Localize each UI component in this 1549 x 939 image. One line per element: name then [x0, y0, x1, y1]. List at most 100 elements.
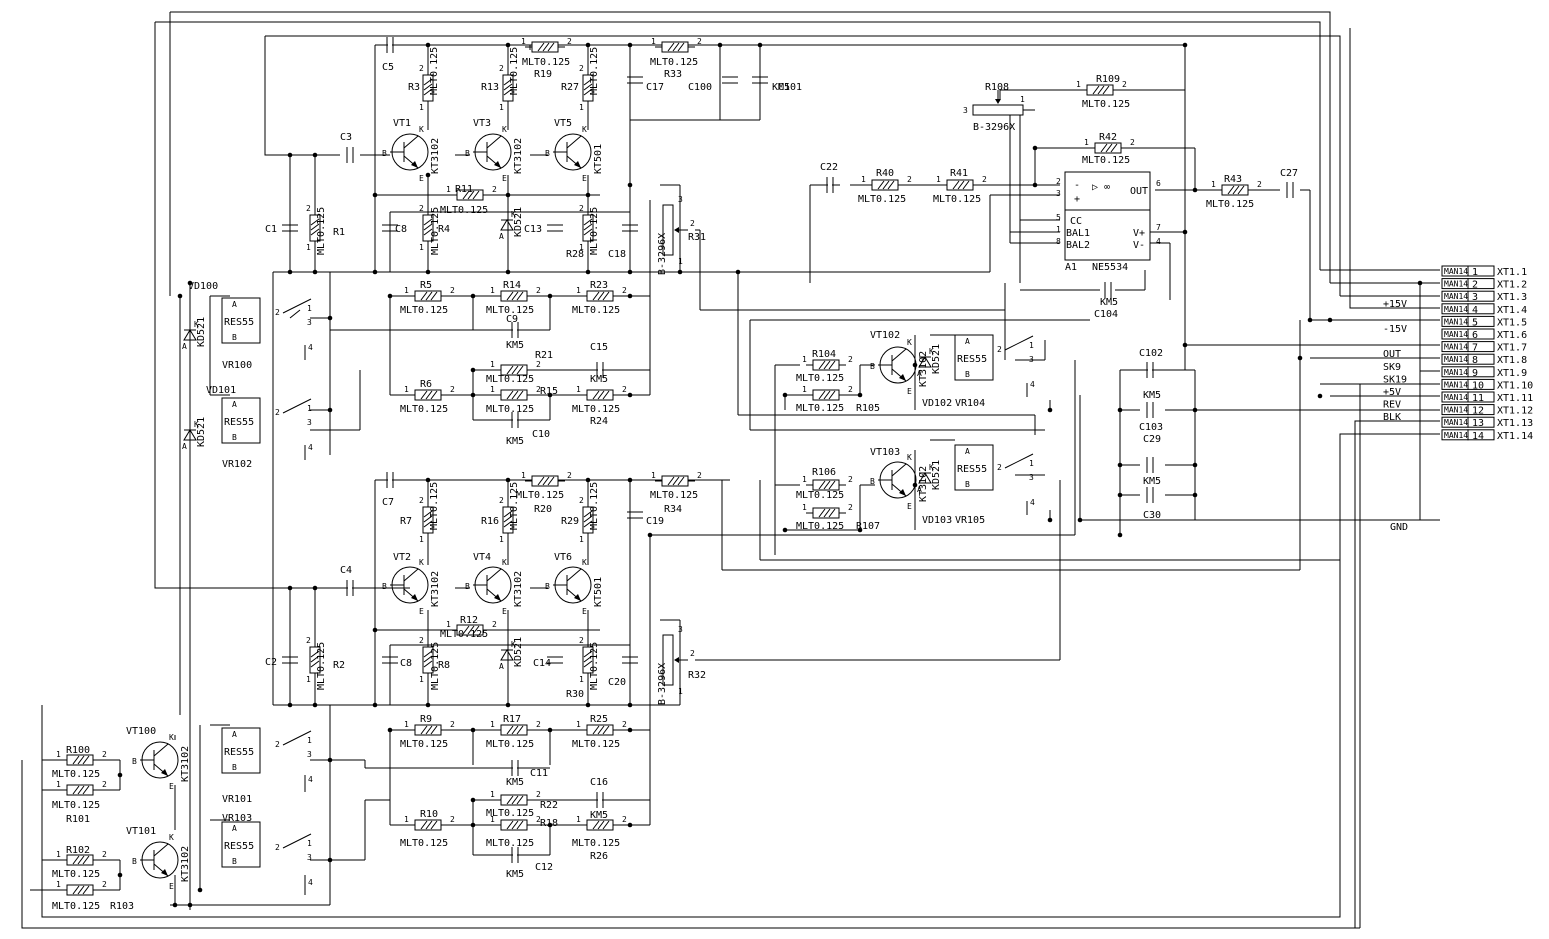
transistor-pin-k: K — [169, 733, 174, 742]
resistor-ref-r8: R8 — [438, 660, 450, 671]
switch-pin-1: 1 — [1029, 459, 1034, 468]
switch-pin-4: 4 — [308, 878, 313, 887]
resistor-value-r2: MLT0.125 — [316, 642, 327, 690]
resistor-value-r12: MLT0.125 — [440, 629, 488, 640]
connector-pin-num: 6 — [1472, 330, 1478, 341]
relay-pin-a: A — [965, 447, 970, 456]
resistor-ref-r102: R102 — [66, 845, 90, 856]
diode-pin-a: A — [499, 662, 504, 671]
transistor-pin-k: K — [502, 125, 507, 134]
capacitor-value-c101: KM5 — [772, 82, 790, 93]
transistor-pin-e: E — [419, 607, 424, 616]
connector-pin-label: XT1.4 — [1497, 305, 1527, 316]
connector-part-label: MAN14 — [1444, 305, 1468, 314]
resistor-ref-r13: R13 — [481, 82, 499, 93]
diode-pin-a: A — [917, 485, 922, 494]
trimmer-ref-r32: R32 — [688, 670, 706, 681]
capacitor-value-c10: KM5 — [506, 436, 524, 447]
connector-pin-label: XT1.10 — [1497, 380, 1533, 391]
resistor-ref-r26: R26 — [590, 851, 608, 862]
resistor-value-r101: MLT0.125 — [52, 800, 100, 811]
resistor-ref-r18: R18 — [540, 818, 558, 829]
diode-ref-vd102: VD102 — [922, 398, 952, 409]
diode-pin-k: K — [929, 347, 934, 356]
resistor-pin-2: 2 — [848, 355, 853, 364]
relay-pin-a: A — [232, 300, 237, 309]
resistor-r6 — [414, 389, 442, 401]
resistor-pin-2: 2 — [450, 720, 455, 729]
connector-pin-num: 8 — [1472, 355, 1478, 366]
resistor-ref-r16: R16 — [481, 516, 499, 527]
relay-type-vr100: RES55 — [224, 317, 254, 328]
switch-pin-3: 3 — [307, 750, 312, 759]
resistor-pin-2: 2 — [848, 503, 853, 512]
resistor-ref-r107: R107 — [856, 521, 880, 532]
resistor-value-r9: MLT0.125 — [400, 739, 448, 750]
resistor-pin-1: 1 — [802, 385, 807, 394]
resistor-value-r5: MLT0.125 — [400, 305, 448, 316]
capacitor-ref-c14: C14 — [533, 658, 551, 669]
diode-pin-a: A — [182, 342, 187, 351]
resistor-value-r100: MLT0.125 — [52, 769, 100, 780]
resistor-r27 — [582, 74, 594, 102]
relay-pin-a: A — [232, 730, 237, 739]
resistor-r1 — [309, 214, 321, 242]
capacitor-value-c104: KM5 — [1100, 297, 1118, 308]
connector-pin-label: XT1.13 — [1497, 418, 1533, 429]
resistor-pin-2: 2 — [1130, 138, 1135, 147]
transistor-ref-vt2: VT2 — [393, 552, 411, 563]
resistor-pin-1: 1 — [306, 675, 311, 684]
resistor-r17 — [500, 724, 528, 736]
resistor-r22 — [500, 794, 528, 806]
opamp-pin-5: 5 — [1056, 213, 1061, 222]
resistor-pin-1: 1 — [419, 675, 424, 684]
connector-signal-label: BLK — [1383, 412, 1401, 423]
diode-pin-k: K — [511, 210, 516, 219]
relay-type-vr104: RES55 — [957, 354, 987, 365]
resistor-ref-r29: R29 — [561, 516, 579, 527]
resistor-pin-2: 2 — [492, 620, 497, 629]
capacitor-value-c30: KM5 — [1143, 476, 1161, 487]
resistor-pin-1: 1 — [576, 385, 581, 394]
resistor-r23 — [586, 290, 614, 302]
resistor-value-r1: MLT0.125 — [316, 207, 327, 255]
resistor-r105 — [812, 389, 840, 401]
capacitor-ref-c20: C20 — [608, 677, 626, 688]
resistor-value-r107: MLT0.125 — [796, 521, 844, 532]
switch-pin-2: 2 — [275, 408, 280, 417]
resistor-value-r11: MLT0.125 — [440, 205, 488, 216]
transistor-pin-b: B — [545, 582, 550, 591]
transistor-pin-b: B — [382, 582, 387, 591]
relay-ref-vr102: VR102 — [222, 459, 252, 470]
capacitor-ref-c102: C102 — [1139, 348, 1163, 359]
resistor-r21 — [500, 364, 528, 376]
resistor-pin-2: 2 — [536, 385, 541, 394]
transistor-pin-k: K — [582, 558, 587, 567]
resistor-pin-2: 2 — [567, 471, 572, 480]
relay-pin-a: A — [232, 400, 237, 409]
connector-pin-label: XT1.7 — [1497, 343, 1527, 354]
connector-part-label: MAN14 — [1444, 280, 1468, 289]
connector-pin-label: XT1.8 — [1497, 355, 1527, 366]
capacitor-value-c9: KM5 — [506, 340, 524, 351]
opamp-out-label: OUT — [1130, 186, 1148, 197]
resistor-ref-r27: R27 — [561, 82, 579, 93]
resistor-r3 — [422, 74, 434, 102]
resistor-ref-r24: R24 — [590, 416, 608, 427]
resistor-r40 — [871, 179, 899, 191]
resistor-r101 — [66, 784, 94, 796]
resistor-r12 — [456, 624, 484, 636]
resistor-ref-r3: R3 — [408, 82, 420, 93]
resistor-pin-1: 1 — [579, 675, 584, 684]
trimmer-pin-1: 1 — [1020, 95, 1025, 104]
connector-pin-num: 10 — [1472, 380, 1484, 391]
resistor-pin-2: 2 — [579, 636, 584, 645]
switch-pin-3: 3 — [1029, 355, 1034, 364]
